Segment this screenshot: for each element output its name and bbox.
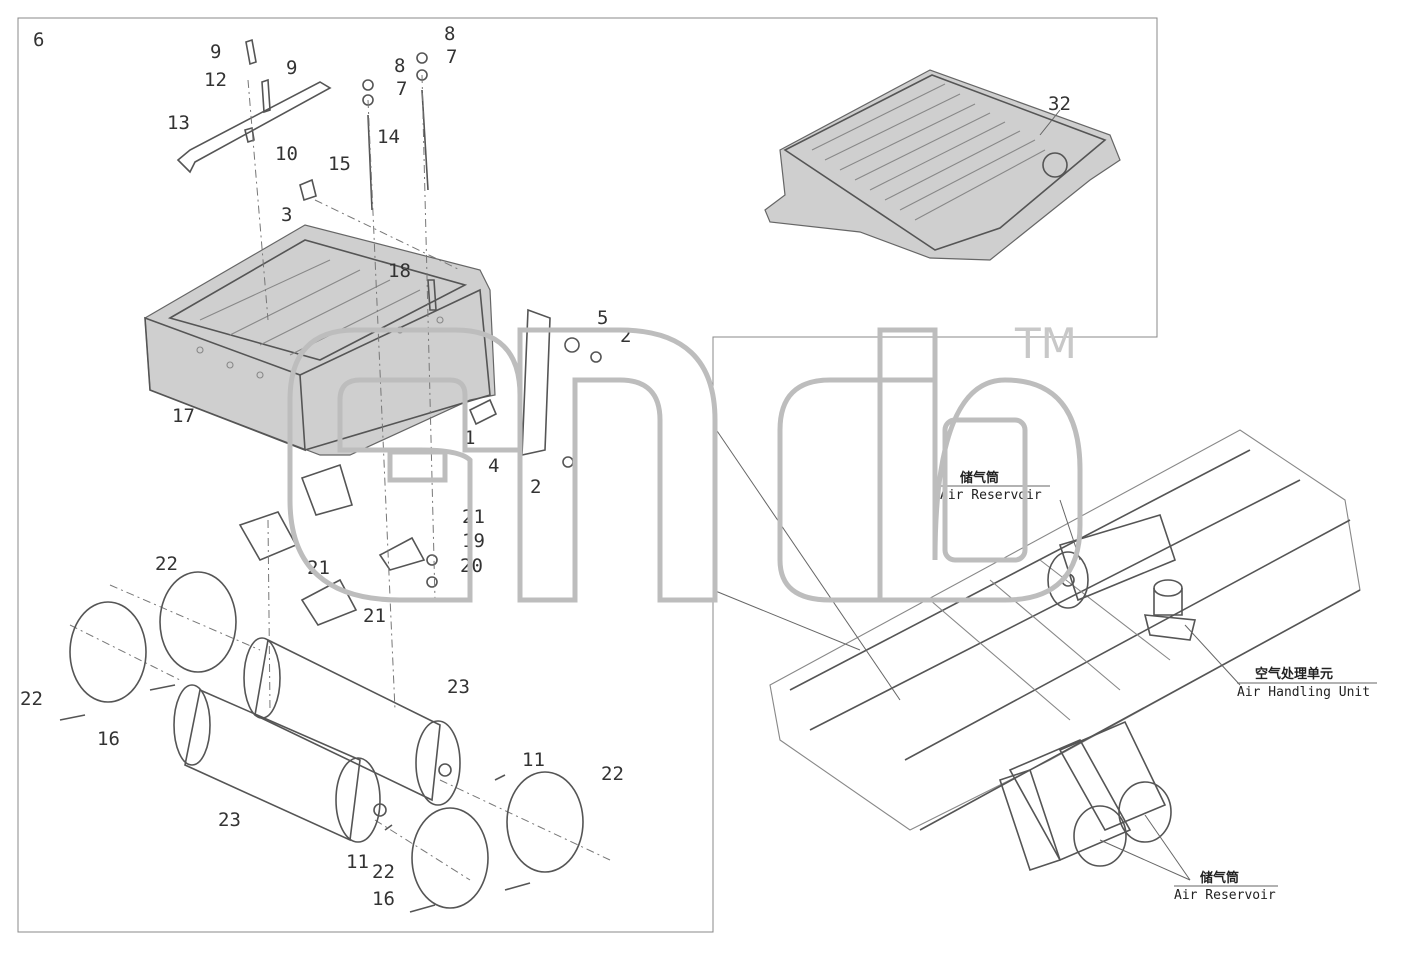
callout-7b: 7 bbox=[446, 46, 457, 68]
strap-21d bbox=[378, 536, 426, 571]
air-reservoir-top-cn: 储气筒 bbox=[959, 470, 999, 486]
strap-21a bbox=[238, 511, 298, 562]
callout-11b: 11 bbox=[346, 851, 369, 873]
callout-16a: 16 bbox=[97, 728, 120, 750]
callout-4: 4 bbox=[488, 455, 499, 477]
watermark-logo: TM bbox=[287, 319, 1083, 603]
callout-8b: 8 bbox=[444, 23, 455, 45]
callout-21a: 21 bbox=[462, 506, 485, 528]
callout-22d: 22 bbox=[372, 861, 395, 883]
callout-23b: 23 bbox=[218, 809, 241, 831]
callout-9a: 9 bbox=[210, 41, 221, 63]
callout-15: 15 bbox=[328, 153, 351, 175]
air-reservoir-bottom-cn: 储气筒 bbox=[1199, 870, 1239, 886]
callout-1: 1 bbox=[464, 427, 475, 449]
clamp-bar-13 bbox=[176, 81, 332, 174]
callout-18: 18 bbox=[388, 260, 411, 282]
strap-21c bbox=[300, 578, 358, 626]
main-frame bbox=[17, 17, 1158, 933]
callout-22a: 22 bbox=[155, 553, 178, 575]
air-reservoir-top-en: Air Reservoir bbox=[940, 488, 1042, 503]
callout-22c: 22 bbox=[601, 763, 624, 785]
air-reservoir-bottom-en: Air Reservoir bbox=[1174, 888, 1276, 903]
callout-23a: 23 bbox=[447, 676, 470, 698]
callout-7a: 7 bbox=[396, 78, 407, 100]
callout-12: 12 bbox=[204, 69, 227, 91]
callout-21c: 21 bbox=[363, 605, 386, 627]
callout-5: 5 bbox=[597, 307, 608, 329]
hoop-22a bbox=[69, 601, 147, 703]
air-handling-unit-en: Air Handling Unit bbox=[1237, 685, 1370, 700]
hoop-22d bbox=[506, 771, 584, 873]
callout-17: 17 bbox=[172, 405, 195, 427]
air-reservoir-23a bbox=[173, 684, 387, 843]
callout-9b: 9 bbox=[286, 57, 297, 79]
hoop-22b bbox=[159, 571, 237, 673]
callout-8a: 8 bbox=[394, 55, 405, 77]
callout-11a: 11 bbox=[522, 749, 545, 771]
air-handling-unit-cn: 空气处理单元 bbox=[1255, 666, 1333, 682]
callout-2a: 2 bbox=[620, 325, 631, 347]
bracket-4 bbox=[521, 308, 551, 457]
chassis-annotations: 储气筒 Air Reservoir 空气处理单元 Air Handling Un… bbox=[940, 470, 1377, 903]
callout-22b: 22 bbox=[20, 688, 43, 710]
battery-cover bbox=[764, 69, 1121, 261]
part-callouts: 1 2 2 3 4 5 7 7 8 8 9 9 10 11 11 12 13 1… bbox=[20, 23, 631, 910]
callout-13: 13 bbox=[167, 112, 190, 134]
air-reservoir-23b bbox=[243, 637, 461, 806]
trademark-mark: TM bbox=[1014, 319, 1077, 368]
callout-19: 19 bbox=[462, 530, 485, 552]
strap-21b bbox=[300, 463, 354, 516]
callout-2b: 2 bbox=[530, 476, 541, 498]
assembly-axis-lines bbox=[69, 74, 611, 881]
hoop-22c bbox=[411, 807, 489, 909]
rod-15 bbox=[367, 114, 373, 211]
callout-10: 10 bbox=[275, 143, 298, 165]
group-label: 6 bbox=[33, 29, 44, 51]
callout-14: 14 bbox=[377, 126, 400, 148]
callout-32: 32 bbox=[1048, 93, 1071, 115]
callout-16b: 16 bbox=[372, 888, 395, 910]
callout-3: 3 bbox=[281, 204, 292, 226]
